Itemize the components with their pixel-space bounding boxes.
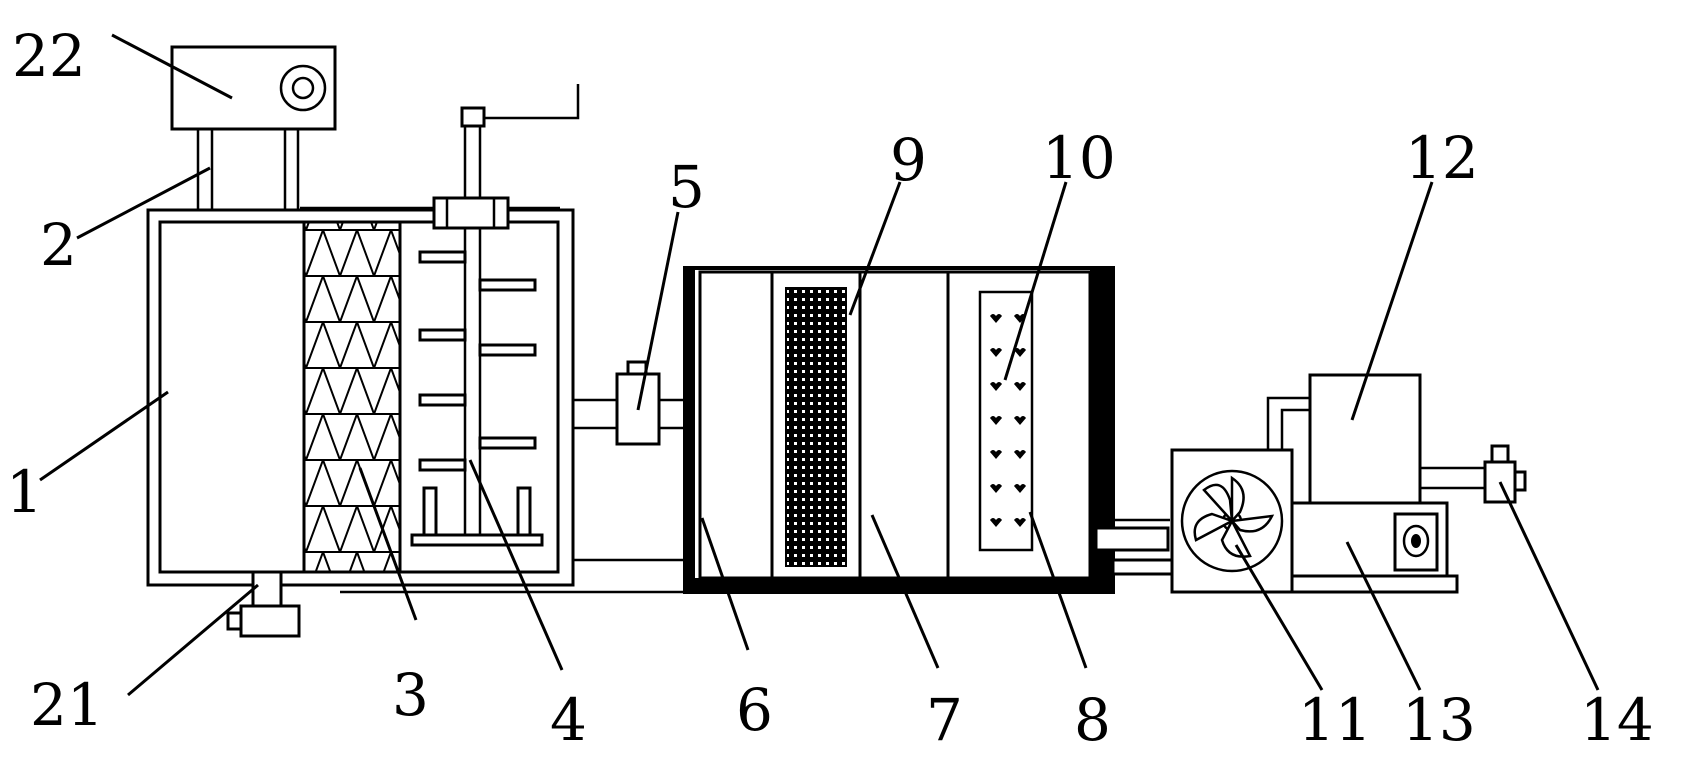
part-5-valve [573,360,688,562]
label-6: 6 [736,676,773,744]
label-7: 7 [926,686,963,754]
part-13-pump [1290,501,1459,594]
part-10-media-filter [978,290,1034,552]
label-1: 1 [6,458,43,526]
part-12-tank [1266,373,1485,505]
part-11-fan [1170,448,1294,594]
label-14: 14 [1580,686,1654,754]
part-2-support [196,129,300,215]
label-3: 3 [392,661,429,729]
label-11: 11 [1298,686,1372,754]
label-22: 22 [12,22,86,90]
reference-numerals: 22 2 1 21 3 4 5 6 7 8 9 10 11 12 13 14 [6,22,1654,754]
label-4: 4 [550,686,587,754]
label-10: 10 [1042,124,1116,192]
label-8: 8 [1074,686,1111,754]
part-14-outlet-valve [1483,444,1527,504]
part-7-panel-b [858,270,950,580]
label-9: 9 [890,126,927,194]
part-22-motor [170,45,337,131]
part-7-panel-a [698,270,774,580]
filter-housing [683,266,1115,594]
part-4-stirrer [410,84,580,547]
label-5: 5 [668,153,705,221]
part-3-filter-lattice [302,220,402,574]
part-21-drain-valve [226,570,301,638]
part-9-mesh-filter [785,287,847,567]
label-2: 2 [40,211,77,279]
label-21: 21 [30,671,104,739]
leader-lines [39,33,1600,697]
label-13: 13 [1402,686,1476,754]
part-6-wall [685,268,695,592]
label-12: 12 [1405,124,1479,192]
